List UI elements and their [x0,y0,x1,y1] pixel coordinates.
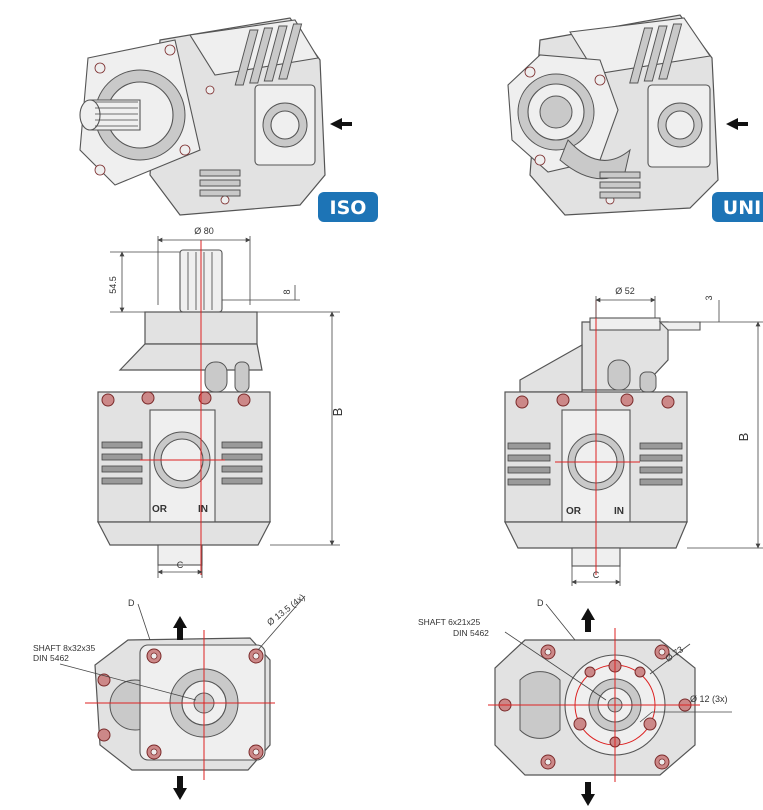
uni-width-dimension: C [593,570,600,580]
iso-height-dimension: B [330,408,345,417]
inlet-arrow-icon [726,118,748,130]
uni-badge-label: UNI [723,197,761,219]
outlet-arrow-icon [173,616,187,640]
inlet-arrow-icon [581,782,595,806]
iso-badge: ISO [318,192,378,222]
uni-front-view: D SHAFT 6x21x25 DIN 5462 Ø 73 Ø 12 (3x) [418,598,732,806]
uni-height-dimension: B [736,433,751,442]
uni-port-out-label: OR [566,506,582,517]
iso-front-view: D Ø 13.5 (4x) SHAFT 8x32x35 DIN 5462 [33,592,307,800]
uni-flange-diameter: Ø 52 [615,286,635,296]
iso-shaft-length: 54.5 [108,276,118,294]
iso-drain-label: D [128,598,135,608]
iso-badge-label: ISO [330,197,367,219]
iso-port-out-label: OR [152,504,168,515]
iso-shaft-spec-line2: DIN 5462 [33,653,69,663]
uni-hole-dimension: Ø 12 (3x) [690,694,728,704]
iso-hole-dimension: Ø 13.5 (4x) [265,592,307,628]
iso-pump-3d-view: ISO [79,17,378,222]
iso-flange-diameter: Ø 80 [194,226,214,236]
uni-offset-dimension: 3 [704,295,714,300]
uni-pump-3d-view: UNI [507,14,763,222]
uni-shaft-spec-line1: SHAFT 6x21x25 [418,617,480,627]
iso-shaft-spec-line1: SHAFT 8x32x35 [33,643,95,653]
outlet-arrow-icon [581,608,595,632]
uni-side-view: OR IN Ø 52 3 B C [504,286,763,586]
iso-offset-dimension: 8 [282,289,292,294]
inlet-arrow-icon [173,776,187,800]
iso-port-in-label: IN [198,504,208,515]
uni-port-in-label: IN [614,506,624,517]
uni-drain-label: D [537,598,544,608]
iso-diameter-dimension [157,236,251,305]
uni-badge: UNI [712,192,763,222]
uni-shaft-spec-line2: DIN 5462 [453,628,489,638]
iso-side-view: OR IN Ø 80 54.5 8 B C [97,226,345,578]
inlet-arrow-icon [330,118,352,130]
iso-width-dimension: C [177,560,184,570]
